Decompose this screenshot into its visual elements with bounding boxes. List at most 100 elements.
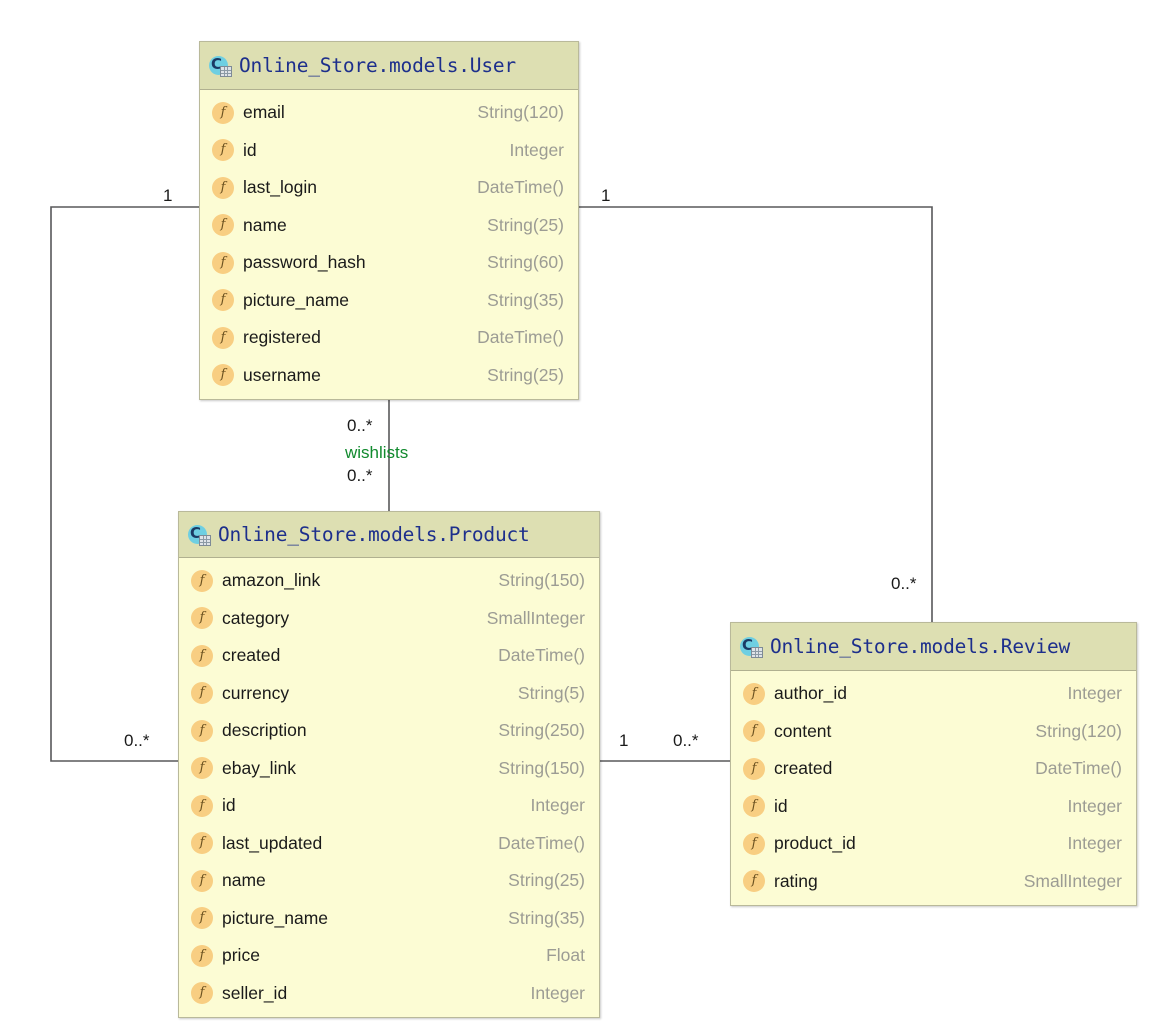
field-icon: f (191, 982, 213, 1005)
field-row[interactable]: f password_hash String(60) (200, 244, 578, 282)
class-fields-user: f email String(120) f id Integer f last_… (200, 90, 578, 399)
class-box-user[interactable]: C Online_Store.models.User f email Strin… (199, 41, 579, 400)
field-type: String(150) (498, 757, 585, 778)
field-row[interactable]: f currency String(5) (179, 675, 599, 713)
field-row[interactable]: f picture_name String(35) (179, 900, 599, 938)
field-row[interactable]: f picture_name String(35) (200, 282, 578, 320)
field-type: Integer (509, 139, 564, 160)
field-name: id (243, 139, 257, 160)
field-icon: f (191, 907, 213, 930)
class-header-review: C Online_Store.models.Review (731, 623, 1136, 671)
field-type: String(35) (508, 907, 585, 928)
field-name: email (243, 102, 285, 123)
field-icon: f (191, 719, 213, 742)
edge-label-user-product-left-source: 1 (163, 186, 173, 205)
field-name: rating (774, 870, 818, 891)
field-type: String(150) (498, 570, 585, 591)
field-type: String(60) (487, 252, 564, 273)
connector-user-product-left (50, 206, 199, 762)
field-icon: f (743, 682, 765, 705)
field-icon: f (212, 214, 234, 237)
field-row[interactable]: f id Integer (200, 132, 578, 170)
field-type: DateTime() (1035, 758, 1122, 779)
field-row[interactable]: f id Integer (179, 787, 599, 825)
field-icon: f (191, 757, 213, 780)
field-name: ebay_link (222, 757, 296, 778)
field-type: DateTime() (498, 645, 585, 666)
edge-label-product-review-source: 1 (619, 731, 629, 750)
field-row[interactable]: f amazon_link String(150) (179, 562, 599, 600)
field-row[interactable]: f category SmallInteger (179, 600, 599, 638)
class-icon: C (209, 55, 232, 77)
field-icon: f (191, 644, 213, 667)
field-row[interactable]: f username String(25) (200, 357, 578, 395)
field-type: SmallInteger (1023, 870, 1122, 891)
field-icon: f (743, 832, 765, 855)
field-icon: f (191, 682, 213, 705)
field-type: String(5) (517, 682, 585, 703)
field-icon: f (212, 139, 234, 162)
connector-user-review (579, 206, 933, 622)
edge-label-wishlists-source: 0..* (347, 416, 373, 435)
field-row[interactable]: f created DateTime() (179, 637, 599, 675)
field-row[interactable]: f registered DateTime() (200, 319, 578, 357)
edge-label-user-review-target: 0..* (891, 574, 917, 593)
field-name: category (222, 607, 290, 628)
field-icon: f (191, 944, 213, 967)
field-name: created (222, 645, 281, 666)
edge-label-product-review-target: 0..* (673, 731, 699, 750)
edge-label-wishlists-name: wishlists (345, 443, 409, 462)
field-icon: f (212, 176, 234, 199)
field-icon: f (743, 757, 765, 780)
field-row[interactable]: f created DateTime() (731, 750, 1136, 788)
field-row[interactable]: f ebay_link String(150) (179, 750, 599, 788)
field-row[interactable]: f seller_id Integer (179, 975, 599, 1013)
field-name: seller_id (222, 982, 288, 1003)
field-icon: f (212, 364, 234, 387)
edge-label-user-product-left-target: 0..* (124, 731, 150, 750)
field-type: String(25) (508, 870, 585, 891)
class-title-review: Online_Store.models.Review (770, 635, 1071, 658)
class-fields-review: f author_id Integer f content String(120… (731, 671, 1136, 905)
field-type: String(250) (498, 720, 585, 741)
class-box-product[interactable]: C Online_Store.models.Product f amazon_l… (178, 511, 600, 1018)
field-row[interactable]: f description String(250) (179, 712, 599, 750)
class-icon: C (188, 524, 211, 546)
field-type: DateTime() (498, 832, 585, 853)
field-row[interactable]: f email String(120) (200, 94, 578, 132)
field-row[interactable]: f rating SmallInteger (731, 863, 1136, 901)
field-type: Integer (1067, 833, 1122, 854)
field-name: product_id (774, 833, 856, 854)
class-title-product: Online_Store.models.Product (218, 523, 530, 546)
field-icon: f (212, 289, 234, 312)
field-row[interactable]: f price Float (179, 937, 599, 975)
field-row[interactable]: f name String(25) (179, 862, 599, 900)
field-icon: f (212, 101, 234, 124)
field-name: currency (222, 682, 290, 703)
field-row[interactable]: f product_id Integer (731, 825, 1136, 863)
class-icon: C (740, 636, 763, 658)
class-header-product: C Online_Store.models.Product (179, 512, 599, 558)
field-icon: f (743, 795, 765, 818)
field-row[interactable]: f author_id Integer (731, 675, 1136, 713)
field-row[interactable]: f id Integer (731, 788, 1136, 826)
edge-label-wishlists-target: 0..* (347, 466, 373, 485)
field-name: last_updated (222, 832, 323, 853)
field-name: content (774, 720, 832, 741)
field-name: description (222, 720, 307, 741)
field-name: username (243, 364, 321, 385)
class-box-review[interactable]: C Online_Store.models.Review f author_id… (730, 622, 1137, 906)
field-icon: f (743, 870, 765, 893)
field-type: String(120) (477, 102, 564, 123)
field-row[interactable]: f last_updated DateTime() (179, 825, 599, 863)
field-row[interactable]: f last_login DateTime() (200, 169, 578, 207)
field-name: registered (243, 327, 321, 348)
class-fields-product: f amazon_link String(150) f category Sma… (179, 558, 599, 1017)
field-row[interactable]: f content String(120) (731, 713, 1136, 751)
field-icon: f (743, 720, 765, 743)
field-icon: f (191, 832, 213, 855)
field-name: price (222, 945, 260, 966)
field-row[interactable]: f name String(25) (200, 207, 578, 245)
field-type: Integer (1067, 683, 1122, 704)
